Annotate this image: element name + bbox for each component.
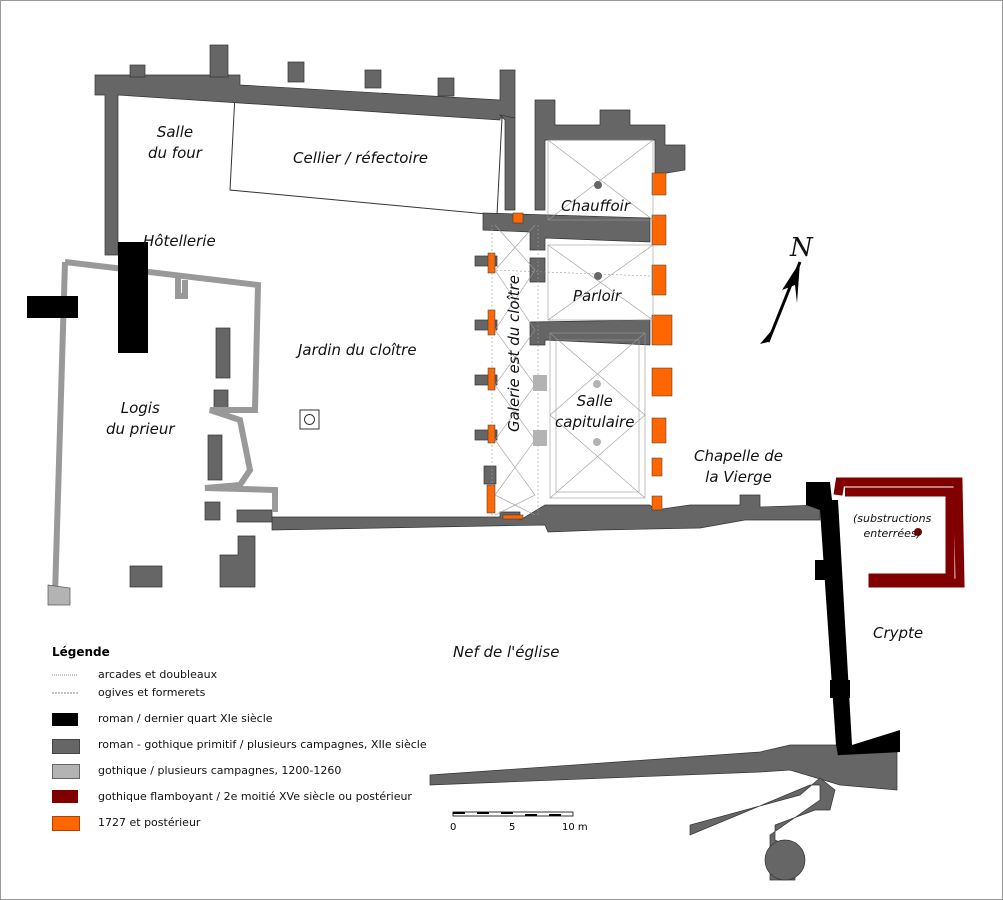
- wall-black: [27, 242, 900, 755]
- scale-tick: 0: [450, 822, 457, 833]
- scale-tick: 10 m: [562, 822, 588, 833]
- north-label: N: [790, 233, 813, 263]
- legend-swatch: [52, 816, 80, 831]
- well-icon: [299, 409, 320, 430]
- room-jardin: Jardin du cloître: [298, 341, 417, 359]
- legend-swatch: [52, 713, 78, 726]
- vault-ribs: [491, 139, 654, 516]
- legend-swatch: [52, 739, 80, 754]
- room-nef: Nef de l'église: [453, 643, 560, 661]
- room-hotellerie: Hôtellerie: [143, 232, 216, 250]
- legend-item: gothique / plusieurs campagnes, 1200-126…: [98, 764, 342, 777]
- legend-item: roman / dernier quart XIe siècle: [98, 712, 273, 725]
- room-parloir: Parloir: [573, 287, 622, 305]
- room-cellier: Cellier / réfectoire: [293, 149, 428, 167]
- wall-orange: [486, 172, 673, 520]
- legend-title: Légende: [52, 645, 110, 659]
- scale-tick: 5: [509, 822, 516, 833]
- legend-item: roman - gothique primitif / plusieurs ca…: [98, 738, 427, 751]
- scale-bar: [452, 811, 574, 817]
- legend-item: gothique flamboyant / 2e moitié XVe sièc…: [98, 790, 412, 803]
- legend-swatch: [52, 790, 78, 803]
- legend-item: ogives et formerets: [98, 686, 206, 699]
- legend-item: 1727 et postérieur: [98, 816, 201, 829]
- north-arrow-icon: [760, 261, 802, 344]
- legend-swatch: [52, 764, 80, 779]
- room-chauffoir: Chauffoir: [561, 197, 631, 215]
- legend-item: arcades et doubleaux: [98, 668, 218, 681]
- room-galerie: Galerie est du cloître: [505, 274, 524, 433]
- wall-dark-grey: [94, 44, 898, 881]
- wall-maroon: [833, 477, 965, 588]
- room-crypte: Crypte: [873, 624, 924, 642]
